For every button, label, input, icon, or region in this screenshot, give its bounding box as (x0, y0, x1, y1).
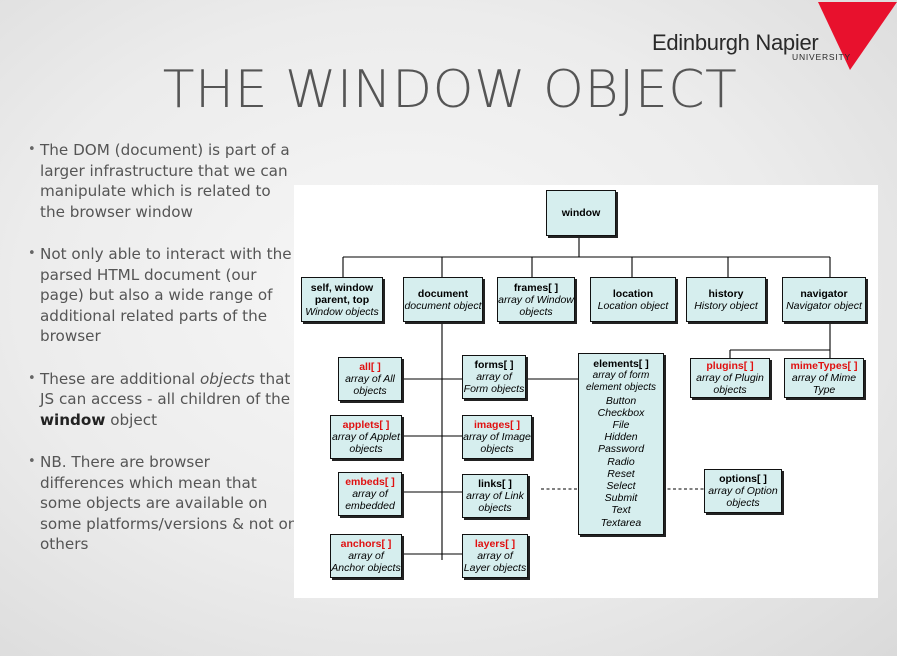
element-type-item: Radio (607, 455, 635, 468)
node-subtitle: Window objects (305, 305, 379, 318)
node-subtitle: array of Anchor objects (331, 550, 401, 574)
bullet-strong: window (40, 410, 106, 429)
node-title: all[ ] (359, 361, 381, 373)
node-subtitle: array of Form objects (463, 371, 525, 395)
diagram-node-self: self, window parent, top Window objects (301, 277, 383, 322)
diagram-node-document: document document object (403, 277, 483, 322)
element-type-item: Checkbox (597, 406, 645, 419)
slide-title: THE WINDOW OBJECT (162, 60, 738, 120)
diagram-node-images: images[ ] array of Image objects (462, 415, 532, 459)
node-title: plugins[ ] (706, 360, 754, 372)
bullet-text: object (105, 410, 158, 429)
element-type-item: Password (597, 443, 645, 456)
diagram-node-history: history History object (686, 277, 766, 322)
node-title: navigator (800, 287, 848, 300)
node-subtitle: array of Link objects (466, 490, 524, 514)
bullet-emphasis: objects (199, 369, 255, 388)
diagram-node-frames: frames[ ] array of Window objects (497, 277, 575, 322)
bullet-dot-icon: • (28, 246, 36, 261)
node-subtitle: Location object (597, 299, 669, 312)
node-subtitle: array of All objects (345, 373, 395, 397)
bullet-text: The DOM (document) is part of a larger i… (40, 141, 290, 221)
node-title: images[ ] (473, 419, 521, 431)
bullet-text: NB. There are browser differences which … (40, 453, 298, 553)
element-type-item: File (612, 419, 630, 432)
logo-name: Edinburgh Napier (652, 30, 819, 55)
node-subtitle: array of Image objects (463, 431, 531, 455)
bullet-item: • Not only able to interact with the par… (28, 244, 298, 347)
node-title: anchors[ ] (340, 538, 392, 550)
bullet-text: that JS can access - all children of the (40, 369, 291, 409)
node-subtitle: array of form element objects (585, 370, 657, 394)
diagram-connectors (342, 238, 831, 560)
element-type-item: Reset (607, 467, 635, 480)
node-subtitle: History object (694, 299, 758, 312)
diagram-node-options: options[ ] array of Option objects (704, 469, 782, 513)
node-title: applets[ ] (342, 419, 390, 431)
node-title: options[ ] (719, 473, 767, 485)
bullet-item: • The DOM (document) is part of a larger… (28, 140, 298, 222)
element-type-item: Textarea (600, 516, 642, 529)
node-subtitle: array of embedded (345, 488, 395, 512)
diagram-node-forms: forms[ ] array of Form objects (462, 355, 526, 399)
element-type-item: Submit (604, 492, 638, 505)
element-type-item: Button (605, 394, 637, 407)
node-subtitle: document object (404, 299, 482, 312)
diagram-node-elements: elements[ ] array of form element object… (578, 353, 664, 535)
diagram-node-applets: applets[ ] array of Applet objects (330, 415, 402, 459)
element-type-item: Text (611, 504, 631, 517)
diagram-node-layers: layers[ ] array of Layer objects (462, 534, 528, 578)
node-subtitle: array of Plugin objects (696, 372, 764, 396)
node-title: links[ ] (478, 478, 512, 490)
node-title: location (612, 287, 654, 300)
node-title: forms[ ] (474, 359, 514, 371)
node-subtitle: array of Window objects (498, 293, 574, 318)
diagram-node-embeds: embeds[ ] array of embedded (338, 472, 402, 516)
node-subtitle: array of Option objects (708, 485, 778, 509)
bullet-item: • NB. There are browser differences whic… (28, 452, 298, 555)
node-title: embeds[ ] (345, 476, 395, 488)
diagram-node-all: all[ ] array of All objects (338, 357, 402, 401)
node-title: mimeTypes[ ] (790, 360, 858, 372)
node-title: self, window parent, top (310, 281, 374, 306)
node-title: history (708, 287, 744, 300)
element-type-item: Select (606, 480, 636, 493)
node-subtitle: Navigator object (786, 299, 862, 312)
bullet-dot-icon: • (28, 370, 36, 386)
node-title: frames[ ] (513, 281, 559, 294)
bullet-dot-icon: • (28, 454, 36, 469)
diagram-node-plugins: plugins[ ] array of Plugin objects (690, 358, 770, 398)
node-title: window (561, 207, 601, 219)
bullet-list: • The DOM (document) is part of a larger… (28, 140, 298, 570)
node-title: layers[ ] (474, 538, 516, 550)
bullet-text: Not only able to interact with the parse… (40, 245, 292, 345)
node-title: elements[ ] (593, 358, 649, 370)
node-subtitle: array of Applet objects (332, 431, 400, 455)
university-logo-triangle (818, 2, 897, 70)
diagram-node-anchors: anchors[ ] array of Anchor objects (330, 534, 402, 578)
diagram-node-location: location Location object (590, 277, 676, 322)
diagram-node-mimetypes: mimeTypes[ ] array of Mime Type (784, 358, 864, 398)
node-subtitle: array of Layer objects (463, 550, 527, 574)
node-subtitle: array of Mime Type (791, 372, 857, 396)
diagram-node-links: links[ ] array of Link objects (462, 474, 528, 518)
node-title: document (417, 287, 469, 300)
logo-subtitle: UNIVERSITY (792, 52, 852, 62)
diagram-node-navigator: navigator Navigator object (782, 277, 866, 322)
bullet-dot-icon: • (28, 142, 36, 157)
bullet-item: • These are additional objects that JS c… (28, 369, 298, 431)
diagram-node-window: window (546, 190, 616, 236)
bullet-text: These are additional (40, 369, 200, 388)
element-type-item: Hidden (604, 431, 638, 444)
